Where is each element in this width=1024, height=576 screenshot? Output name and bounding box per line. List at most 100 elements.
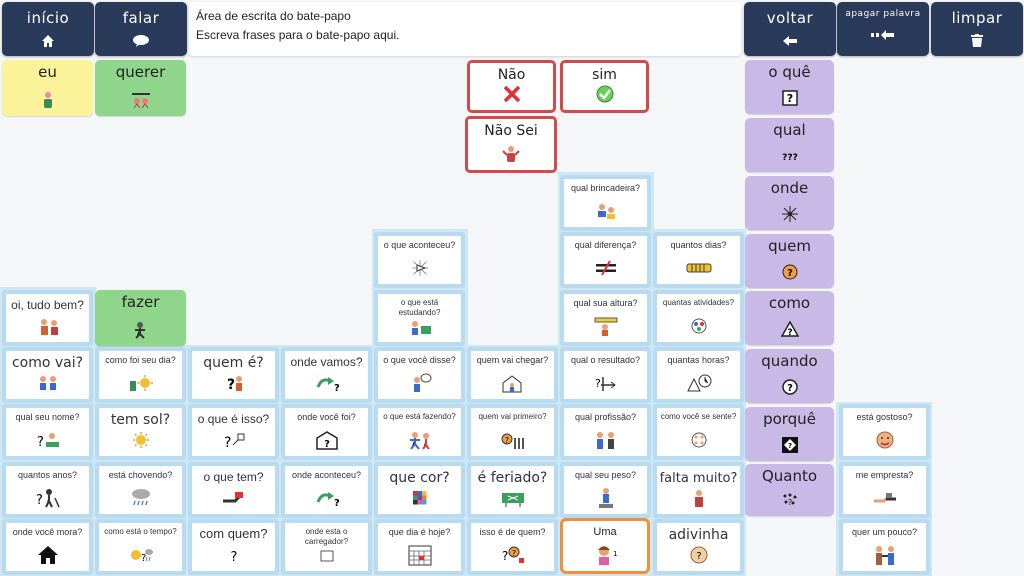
que-cor-button[interactable]: que cor? [374,462,465,518]
limpar-button[interactable]: limpar [931,2,1023,56]
place-question-icon: ? [314,430,340,450]
o-que-aconteceu-button[interactable]: o que aconteceu? [374,232,465,288]
o-que-esta-estudando-label: o que está estudando? [398,298,441,317]
tem-sol-label: tem sol? [110,412,171,428]
como-button[interactable]: como ? [745,291,834,345]
me-empresta-label: me empresta? [855,470,914,480]
qual-sua-altura-button[interactable]: qual sua altura? [560,290,651,346]
como-vai-button[interactable]: como vai? [2,347,93,403]
svg-text:?: ? [787,383,793,394]
red-x-icon [503,84,521,104]
nao-sei-button[interactable]: Não Sei [465,116,557,173]
o-que-button[interactable]: o quê ? [745,60,834,114]
qual-button[interactable]: qual ??? [745,118,834,172]
result-icon: ? [593,373,619,393]
two-people-icon [37,373,59,393]
quem-vai-primeiro-button[interactable]: quem vai primeiro? ? [467,404,558,460]
quem-button[interactable]: quem ? [745,234,834,288]
chat-area-placeholder: Escreva frases para o bate-papo aqui. [196,28,400,42]
onde-esta-o-carregador-button[interactable]: onde esta o carregador? [281,519,372,575]
sim-button[interactable]: sim [560,60,649,113]
o-que-esta-estudando-button[interactable]: o que está estudando? [374,290,465,346]
oi-tudo-bem-button[interactable]: oi, tudo bem? [2,290,93,346]
qual-sua-altura-label: qual sua altura? [573,298,638,308]
adivinha-button[interactable]: adivinha ? [653,519,744,575]
when-clock-icon: ? [781,377,799,397]
quantos-anos-button[interactable]: quantos anos? ? [2,462,93,518]
who-is-icon: ? [221,373,247,393]
onde-voce-foi-button[interactable]: onde você foi? ? [281,404,372,460]
quantas-atividades-button[interactable]: quantas atividades? [653,290,744,346]
como-voce-se-sente-button[interactable]: como você se sente? [653,404,744,460]
qual-diferenca-button[interactable]: qual diferença? [560,232,651,288]
o-que-tem-button[interactable]: o que tem? [188,462,279,518]
quantos-dias-label: quantos dias? [670,240,727,250]
color-grid-icon [412,488,428,508]
o-que-e-isso-button[interactable]: o que é isso? ? [188,404,279,460]
quem-vai-chegar-button[interactable]: quem vai chegar? [467,347,558,403]
qual-brincadeira-button[interactable]: qual brincadeira? [560,175,651,231]
esta-chovendo-label: está chovendo? [108,470,173,480]
que-dia-e-hoje-button[interactable]: que dia é hoje? [374,519,465,575]
falta-muito-button[interactable]: falta muito? [653,462,744,518]
voltar-button[interactable]: voltar [744,2,836,56]
multiple-question-icon: ??? [780,146,800,166]
qual-brincadeira-label: qual brincadeira? [570,183,641,193]
e-feriado-button[interactable]: é feriado? [467,462,558,518]
qual-o-resultado-button[interactable]: qual o resultado? ? [560,347,651,403]
measuring-ruler-icon [593,316,619,336]
apagar-palavra-button[interactable]: apagar palavra [837,2,929,56]
como-foi-seu-dia-button[interactable]: como foi seu dia? [95,347,186,403]
inicio-label: início [26,9,70,27]
age-people-icon: ? [35,488,61,508]
o-que-voce-disse-button[interactable]: o que você disse? [374,347,465,403]
onde-aconteceu-button[interactable]: onde aconteceu? ? [281,462,372,518]
esta-chovendo-button[interactable]: está chovendo? [95,462,186,518]
me-empresta-button[interactable]: me empresta? [839,462,930,518]
o-que-esta-fazendo-button[interactable]: o que está fazendo? [374,404,465,460]
uma-button[interactable]: Uma 1 [560,518,650,574]
question-box-icon: ? [781,88,798,108]
svg-text:?: ? [511,549,515,558]
como-esta-o-tempo-button[interactable]: como está o tempo? ? [95,519,186,575]
onde-button[interactable]: onde [745,176,834,230]
quantas-horas-button[interactable]: quantas horas? [653,347,744,403]
com-quem-button[interactable]: com quem? ? [188,519,279,575]
holiday-banner-icon [500,488,526,508]
falar-button[interactable]: falar [95,2,187,56]
quanto-button[interactable]: Quanto ? [745,464,834,516]
isso-e-de-quem-button[interactable]: isso é de quem? ?? [467,519,558,575]
qual-seu-nome-button[interactable]: qual seu nome? ? [2,404,93,460]
not-equal-icon [595,258,617,278]
qual-profissao-button[interactable]: qual profissão? [560,404,651,460]
doing-activity-icon [407,430,433,450]
quando-button[interactable]: quando ? [745,349,834,403]
inicio-button[interactable]: início [2,2,94,56]
eu-button[interactable]: eu [2,60,93,116]
chat-area-title: Área de escrita do bate-papo [196,9,351,23]
querer-button[interactable]: querer [95,60,186,116]
apagar-palavra-label: apagar palavra [845,9,921,19]
quer-um-pouco-button[interactable]: quer um pouco? [839,519,930,575]
quantas-atividades-label: quantas atividades? [662,298,735,307]
hand-holding-icon [221,488,247,508]
chat-writing-area[interactable]: Área de escrita do bate-papo Escreva fra… [189,2,741,56]
e-feriado-label: é feriado? [477,470,548,486]
onde-vamos-button[interactable]: onde vamos? ? [281,347,372,403]
qual-seu-peso-label: qual seu peso? [574,470,637,480]
quer-um-pouco-label: quer um pouco? [851,527,918,537]
fazer-button[interactable]: fazer [95,290,186,346]
qual-seu-peso-button[interactable]: qual seu peso? [560,462,651,518]
tem-sol-button[interactable]: tem sol? [95,404,186,460]
o-que-voce-disse-label: o que você disse? [383,355,456,365]
quantos-dias-button[interactable]: quantos dias? [653,232,744,288]
esta-gostoso-button[interactable]: está gostoso? [839,404,930,460]
svg-text:???: ??? [782,153,798,163]
speech-bubble-icon [132,33,150,49]
limpar-label: limpar [951,9,1003,27]
porque-button[interactable]: porquê ? [745,407,834,461]
nao-button[interactable]: Não [467,60,556,113]
person-pointing-icon [41,90,55,110]
quem-e-button[interactable]: quem é? ? [188,347,279,403]
onde-voce-mora-button[interactable]: onde você mora? [2,519,93,575]
